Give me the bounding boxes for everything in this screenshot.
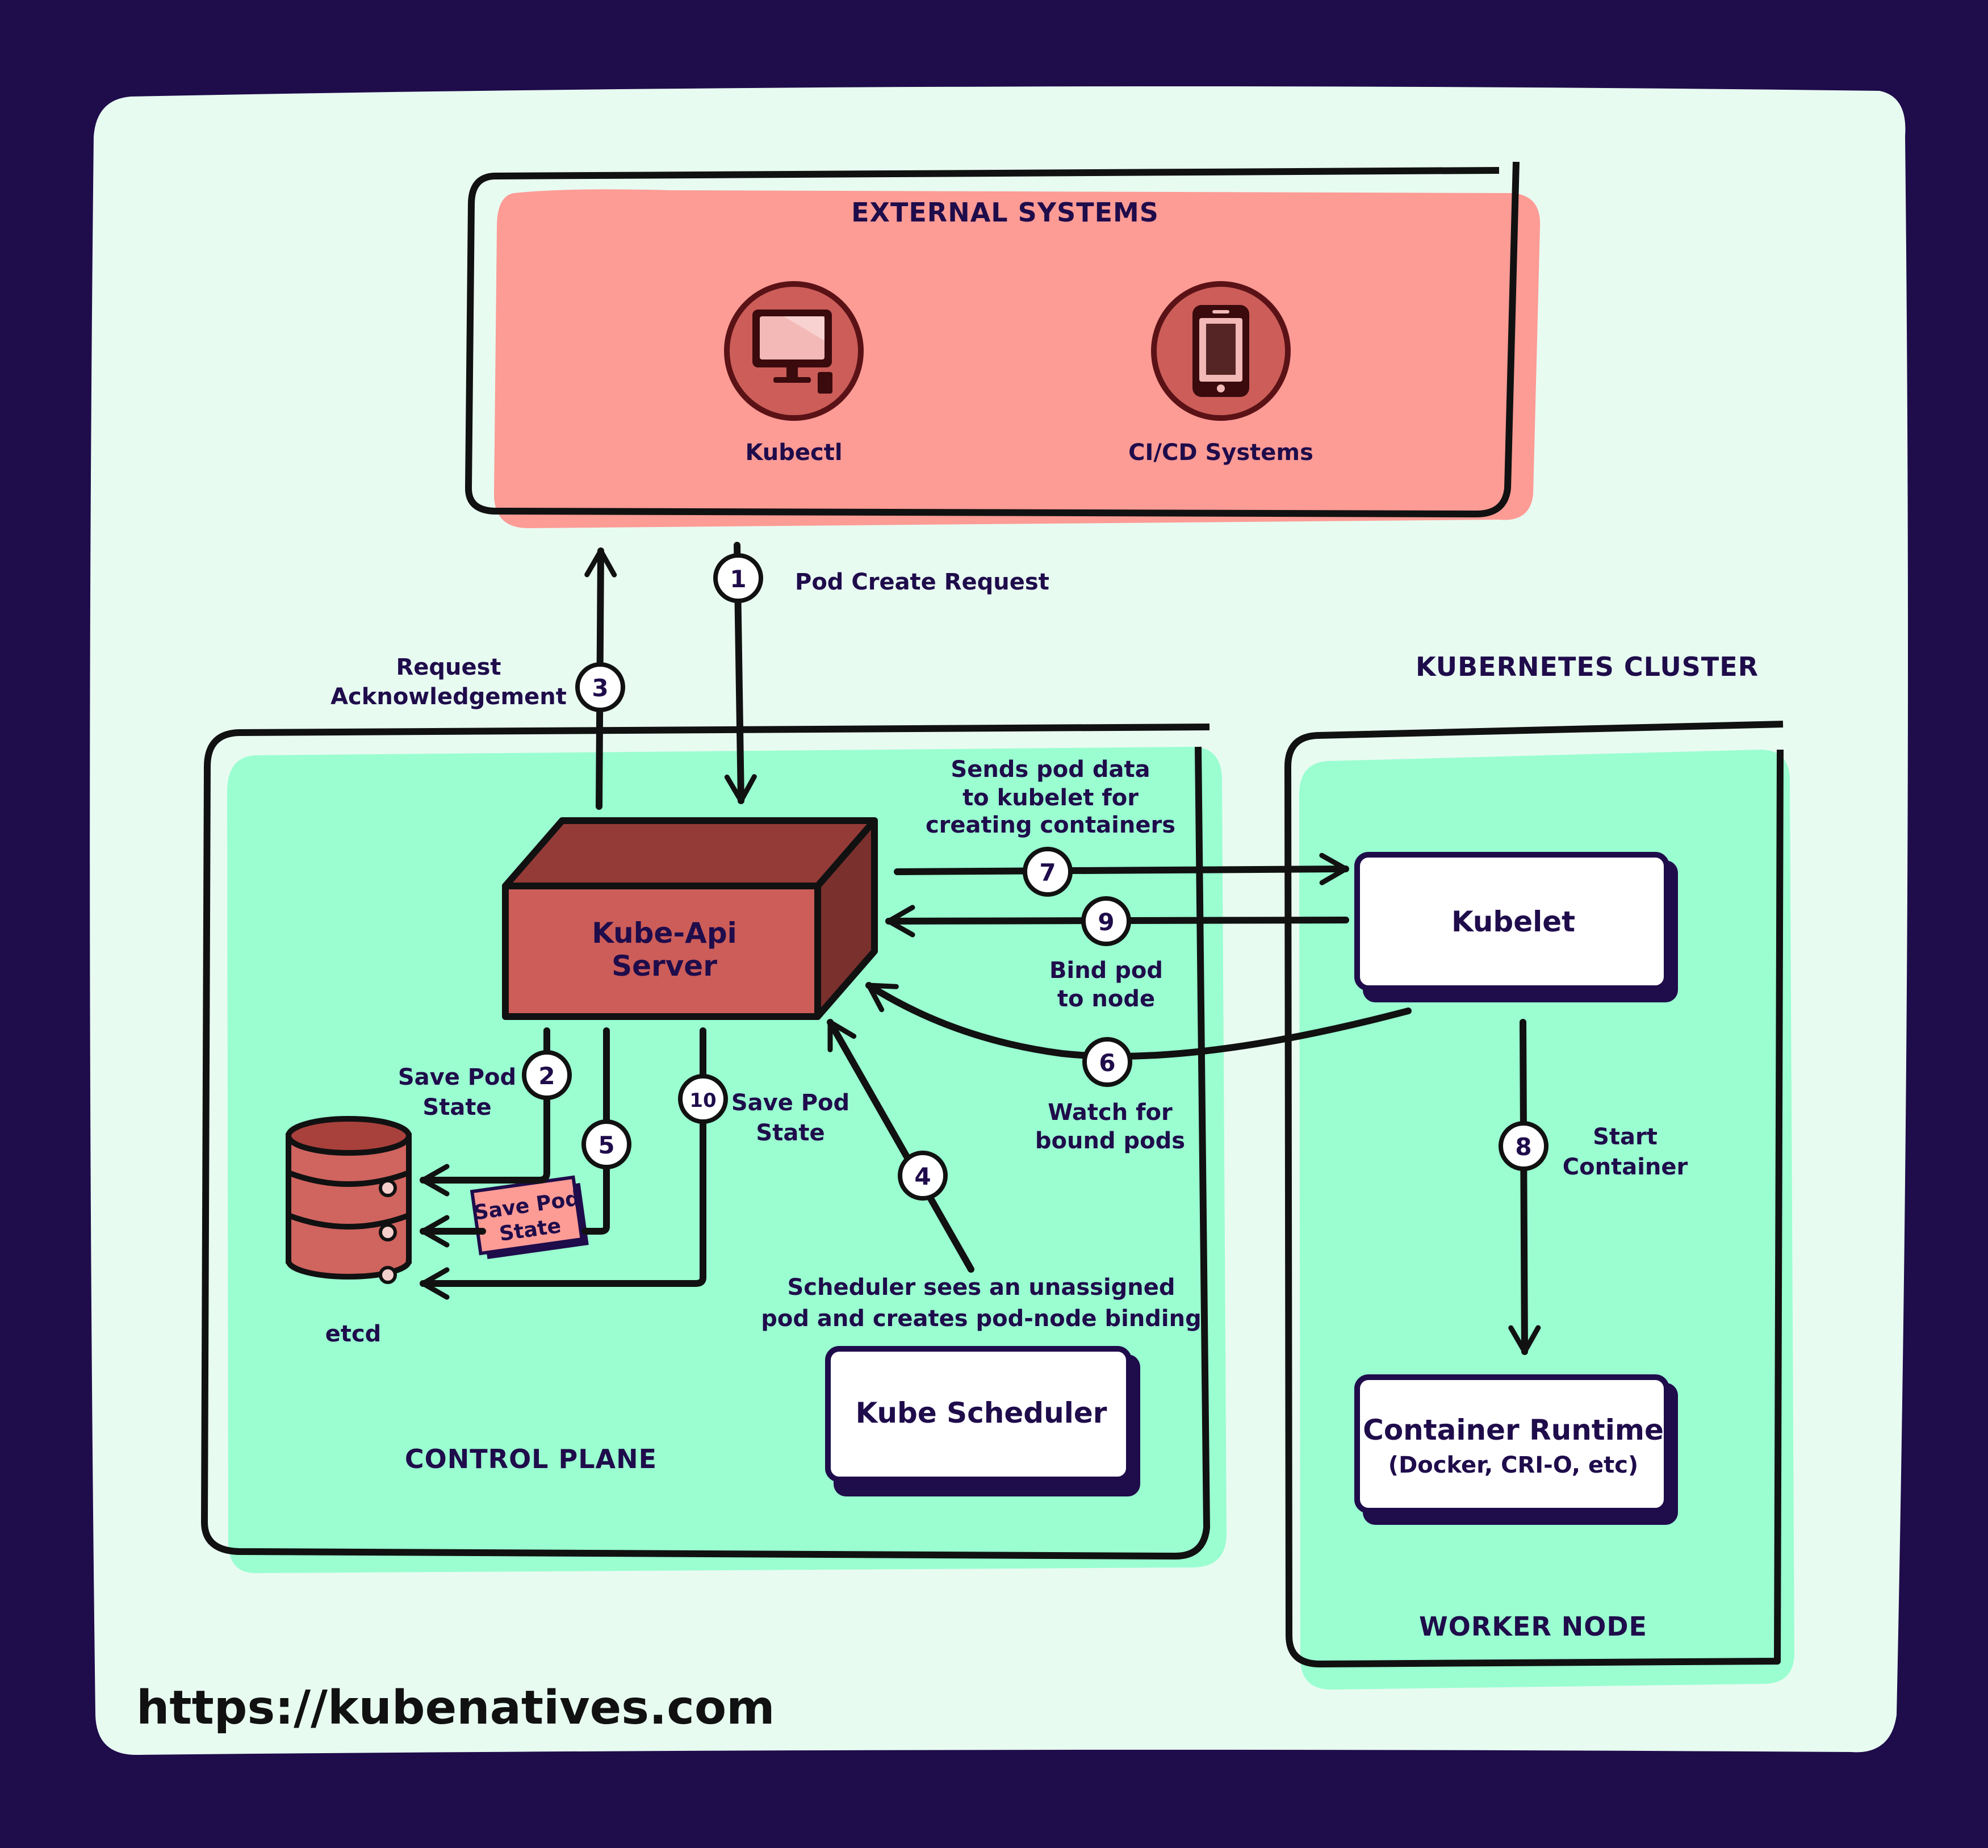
step6-badge[interactable]: 6 (1082, 1037, 1132, 1087)
scheduler-box (825, 1346, 1132, 1482)
step2-label-line2: State (422, 1094, 491, 1120)
api-server-label-line1: Kube-Api (592, 917, 737, 950)
kubelet[interactable]: Kubelet (1354, 852, 1678, 1002)
step5-badge[interactable]: 5 (581, 1119, 631, 1169)
step7-badge[interactable]: 7 (1023, 847, 1073, 897)
step2-label-line1: Save Pod (398, 1064, 516, 1090)
step1-number: 1 (730, 565, 746, 593)
worker-node-group: KUBERNETES CLUSTER WORKER NODE Kubelet C… (1284, 651, 1794, 1690)
step8-label-line1: Start (1593, 1124, 1658, 1150)
step6-label-line2: bound pods (1035, 1128, 1185, 1154)
step8-badge[interactable]: 8 (1499, 1121, 1548, 1171)
step4-label-line1: Scheduler sees an unassigned (787, 1274, 1175, 1301)
step4-badge[interactable]: 4 (898, 1151, 948, 1201)
step4-label-line2: pod and creates pod-node binding (761, 1306, 1202, 1332)
step3-label-line1: Request (396, 654, 501, 680)
api-server-label-line2: Server (612, 950, 717, 982)
cicd-label: CI/CD Systems (1128, 440, 1313, 466)
step8-number: 8 (1515, 1133, 1531, 1161)
kubernetes-cluster-label: KUBERNETES CLUSTER (1416, 651, 1759, 682)
step1-label: Pod Create Request (795, 569, 1049, 595)
step10-badge[interactable]: 10 (678, 1074, 728, 1124)
step-labels: Pod Create Request Save Pod State Reques… (330, 569, 1688, 1332)
runtime-label-line1: Container Runtime (1363, 1414, 1664, 1446)
api-server-top-face (502, 817, 878, 889)
step2-badge[interactable]: 2 (522, 1050, 572, 1100)
arrow-step4 (827, 1019, 974, 1273)
step2-number: 2 (538, 1062, 555, 1090)
container-runtime[interactable]: Container Runtime (Docker, CRI-O, etc) (1354, 1374, 1678, 1525)
worker-node-frame (1284, 721, 1784, 1667)
step3-label-line2: Acknowledgement (330, 684, 567, 710)
desktop-computer-icon (752, 310, 832, 394)
arrow-step2 (420, 1027, 550, 1197)
save-pod-state-tag: Save Pod State (470, 1175, 589, 1259)
step5-number: 5 (598, 1131, 614, 1159)
kubectl-node[interactable]: Kubectl (724, 281, 864, 466)
arrow-step5 (423, 1027, 610, 1231)
footer-url[interactable]: https://kubenatives.com (136, 1681, 775, 1735)
step7-label-line1: Sends pod data (951, 756, 1150, 783)
step-badges: 1 2 3 4 5 6 7 8 9 10 (522, 553, 1548, 1201)
kube-api-server[interactable]: Kube-Api Server (502, 817, 878, 1020)
external-systems-frame (465, 161, 1520, 517)
step9-badge[interactable]: 9 (1081, 896, 1131, 946)
database-icon (286, 1116, 412, 1284)
kubelet-box (1354, 852, 1669, 991)
step9-label-line1: Bind pod (1049, 958, 1163, 984)
etcd-label: etcd (325, 1321, 382, 1347)
mobile-phone-icon (1192, 305, 1249, 397)
step7-label-line3: creating containers (926, 812, 1175, 838)
control-plane-frame (201, 724, 1210, 1559)
step7-number: 7 (1039, 859, 1056, 887)
step10-label-line2: State (756, 1120, 825, 1146)
step9-number: 9 (1098, 908, 1114, 936)
arrow-step10 (420, 1027, 706, 1300)
cicd-node[interactable]: CI/CD Systems (1128, 281, 1313, 466)
flow-arrows (420, 542, 1541, 1355)
kube-scheduler[interactable]: Kube Scheduler (825, 1346, 1140, 1496)
kubectl-label: Kubectl (745, 440, 842, 466)
step7-label-line2: to kubelet for (962, 785, 1139, 811)
step4-number: 4 (914, 1163, 931, 1190)
step9-label-line2: to node (1057, 986, 1155, 1012)
external-systems-panel (494, 189, 1541, 528)
step1-badge[interactable]: 1 (713, 553, 763, 603)
arrow-step7 (894, 852, 1349, 885)
arrow-step6 (865, 982, 1412, 1060)
external-systems-group: EXTERNAL SYSTEMS Kubectl (465, 161, 1541, 528)
control-plane-group: CONTROL PLANE Kube-Api Server etcd (201, 724, 1227, 1573)
step3-number: 3 (592, 674, 608, 702)
runtime-box (1354, 1374, 1669, 1513)
control-plane-label: CONTROL PLANE (405, 1444, 657, 1474)
external-systems-title: EXTERNAL SYSTEMS (851, 197, 1159, 228)
step6-label-line1: Watch for (1048, 1099, 1173, 1126)
step6-number: 6 (1099, 1049, 1115, 1077)
step3-badge[interactable]: 3 (575, 662, 625, 712)
worker-node-label: WORKER NODE (1419, 1611, 1647, 1642)
api-server-front-face (502, 883, 821, 1020)
scheduler-label: Kube Scheduler (856, 1397, 1107, 1429)
step8-label-line2: Container (1563, 1154, 1688, 1180)
step10-label-line1: Save Pod (731, 1090, 849, 1116)
arrow-step8 (1508, 1019, 1541, 1355)
step10-number: 10 (689, 1089, 716, 1112)
runtime-label-line2: (Docker, CRI-O, etc) (1388, 1452, 1638, 1478)
kubelet-label: Kubelet (1451, 905, 1575, 938)
